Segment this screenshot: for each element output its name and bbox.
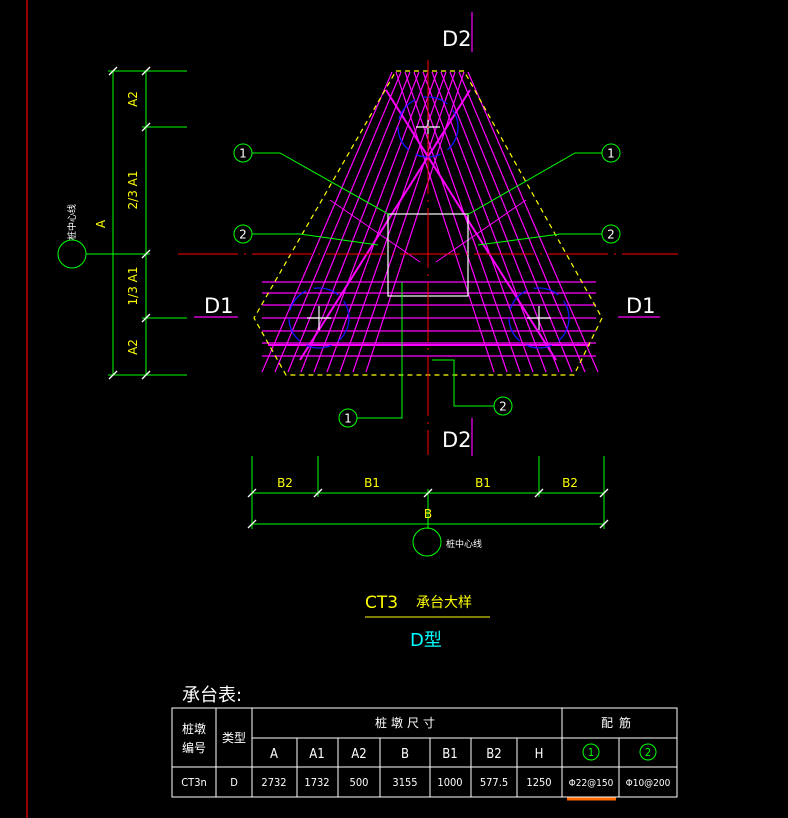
section-label-bottom: D2 (442, 428, 472, 452)
pile-cap-outline (253, 70, 603, 376)
rebar-bar-diagonal (326, 71, 438, 373)
dim-label-b1-right: B1 (475, 476, 491, 490)
svg-text:2: 2 (499, 400, 507, 414)
svg-text:2: 2 (645, 746, 651, 759)
header-dim-a2: A2 (351, 747, 366, 762)
header-dim-b2: B2 (486, 747, 501, 762)
header-dim-a1: A1 (309, 747, 324, 762)
rebar-bar-diagonal (274, 71, 402, 373)
section-label-top: D2 (442, 27, 472, 51)
pile-circle-right (508, 287, 570, 349)
callout-bubble-2a: 2 (233, 224, 253, 244)
rebar-bar-secondary (435, 199, 527, 263)
dimension-column-headers: A A1 A2 B B1 B2 H (270, 747, 543, 762)
rebar-bar-main (385, 89, 557, 361)
dim-label-a2-top: A2 (126, 91, 140, 107)
svg-text:1: 1 (239, 147, 247, 161)
table-row: CT3n D 2732 1732 500 3155 1000 577.5 125… (181, 776, 670, 789)
cell-type: D (230, 776, 238, 789)
rebar-bar-diagonal (261, 71, 393, 373)
rebar-header-2: 2 (639, 743, 657, 761)
rebar-bar-diagonal (422, 71, 534, 373)
header-dim-a: A (270, 747, 278, 762)
table-title: 承台表: (182, 685, 242, 706)
section-cut-marks (194, 12, 660, 456)
rebar-bar-diagonal (395, 71, 495, 373)
dim-label-b2-left: B2 (277, 476, 293, 490)
rebar-bar-diagonal (413, 71, 521, 373)
callout-bubble-2b: 2 (601, 224, 621, 244)
header-dim-b: B (401, 747, 409, 762)
rebar-bar-diagonal (287, 71, 411, 373)
callout-bubble-2c: 2 (493, 396, 513, 416)
cell-b1: 1000 (437, 776, 462, 789)
rebar-bar-diagonal (313, 71, 429, 373)
cell-h: 1250 (526, 776, 551, 789)
cell-b2: 577.5 (480, 776, 508, 789)
rebar-bar-secondary (329, 199, 421, 263)
callout-bubble-1b: 1 (601, 143, 621, 163)
pile-center-label-bottom: 桩中心线 (446, 538, 482, 550)
svg-text:2: 2 (239, 228, 247, 242)
svg-text:1: 1 (344, 412, 352, 426)
svg-text:2: 2 (607, 228, 615, 242)
header-rebar-group: 配筋 (601, 715, 637, 730)
rebar-layer (261, 71, 599, 373)
svg-text:1: 1 (607, 147, 615, 161)
pile-center-circle-bottom (412, 527, 442, 557)
pile-center-circle-left (57, 239, 87, 269)
cell-a1: 1732 (304, 776, 329, 789)
rebar-bar-diagonal (365, 71, 465, 373)
section-label-right: D1 (626, 294, 656, 318)
table-grid (171, 707, 678, 798)
dim-label-two-third-a1: 2/3 A1 (126, 171, 140, 210)
header-type: 类型 (222, 731, 246, 745)
cell-b: 3155 (392, 776, 417, 789)
rebar-bar-main (299, 89, 471, 361)
pile-center-label-left: 桩中心线 (66, 204, 78, 240)
dim-label-a2-bottom: A2 (126, 339, 140, 355)
header-dim-h: H (535, 747, 544, 762)
rebar-bar-diagonal (352, 71, 456, 373)
header-dimensions-group: 桩墩尺寸 (375, 715, 439, 730)
left-dimension-lines (86, 70, 187, 376)
callout-leader-lines (252, 152, 602, 419)
left-dimension-ticks (108, 66, 151, 380)
rebar-bar-diagonal (458, 71, 586, 373)
callout-bubble-1c: 1 (338, 408, 358, 428)
section-label-left: D1 (204, 294, 234, 318)
rebar-header-1: 1 (582, 743, 600, 761)
cell-rebar2: Φ10@200 (626, 778, 671, 789)
dim-label-a: A (94, 219, 108, 228)
header-id-line2: 编号 (182, 740, 206, 755)
rebar-bar-diagonal (300, 71, 420, 373)
cell-a: 2732 (261, 776, 286, 789)
detail-type: D型 (410, 630, 442, 651)
svg-text:1: 1 (588, 746, 594, 759)
dim-label-b2-right: B2 (562, 476, 578, 490)
cell-rebar1: Φ22@150 (569, 778, 614, 789)
pile-circle-left (288, 287, 350, 349)
header-id-line1: 桩墩 (182, 721, 206, 736)
callout-bubble-1a: 1 (233, 143, 253, 163)
detail-name: 承台大样 (416, 595, 472, 611)
detail-code: CT3 (365, 593, 398, 613)
rebar-bar-diagonal (449, 71, 573, 373)
rebar-bar-diagonal (404, 71, 508, 373)
dim-label-one-third-a1: 1/3 A1 (126, 267, 140, 306)
bottom-dimension-ticks (247, 488, 609, 529)
dim-label-b1-left: B1 (364, 476, 380, 490)
cell-id: CT3n (181, 776, 207, 789)
rebar-bar-diagonal (467, 71, 599, 373)
header-dim-b1: B1 (442, 747, 457, 762)
cell-a2: 500 (350, 776, 369, 789)
dim-label-b: B (424, 507, 432, 521)
